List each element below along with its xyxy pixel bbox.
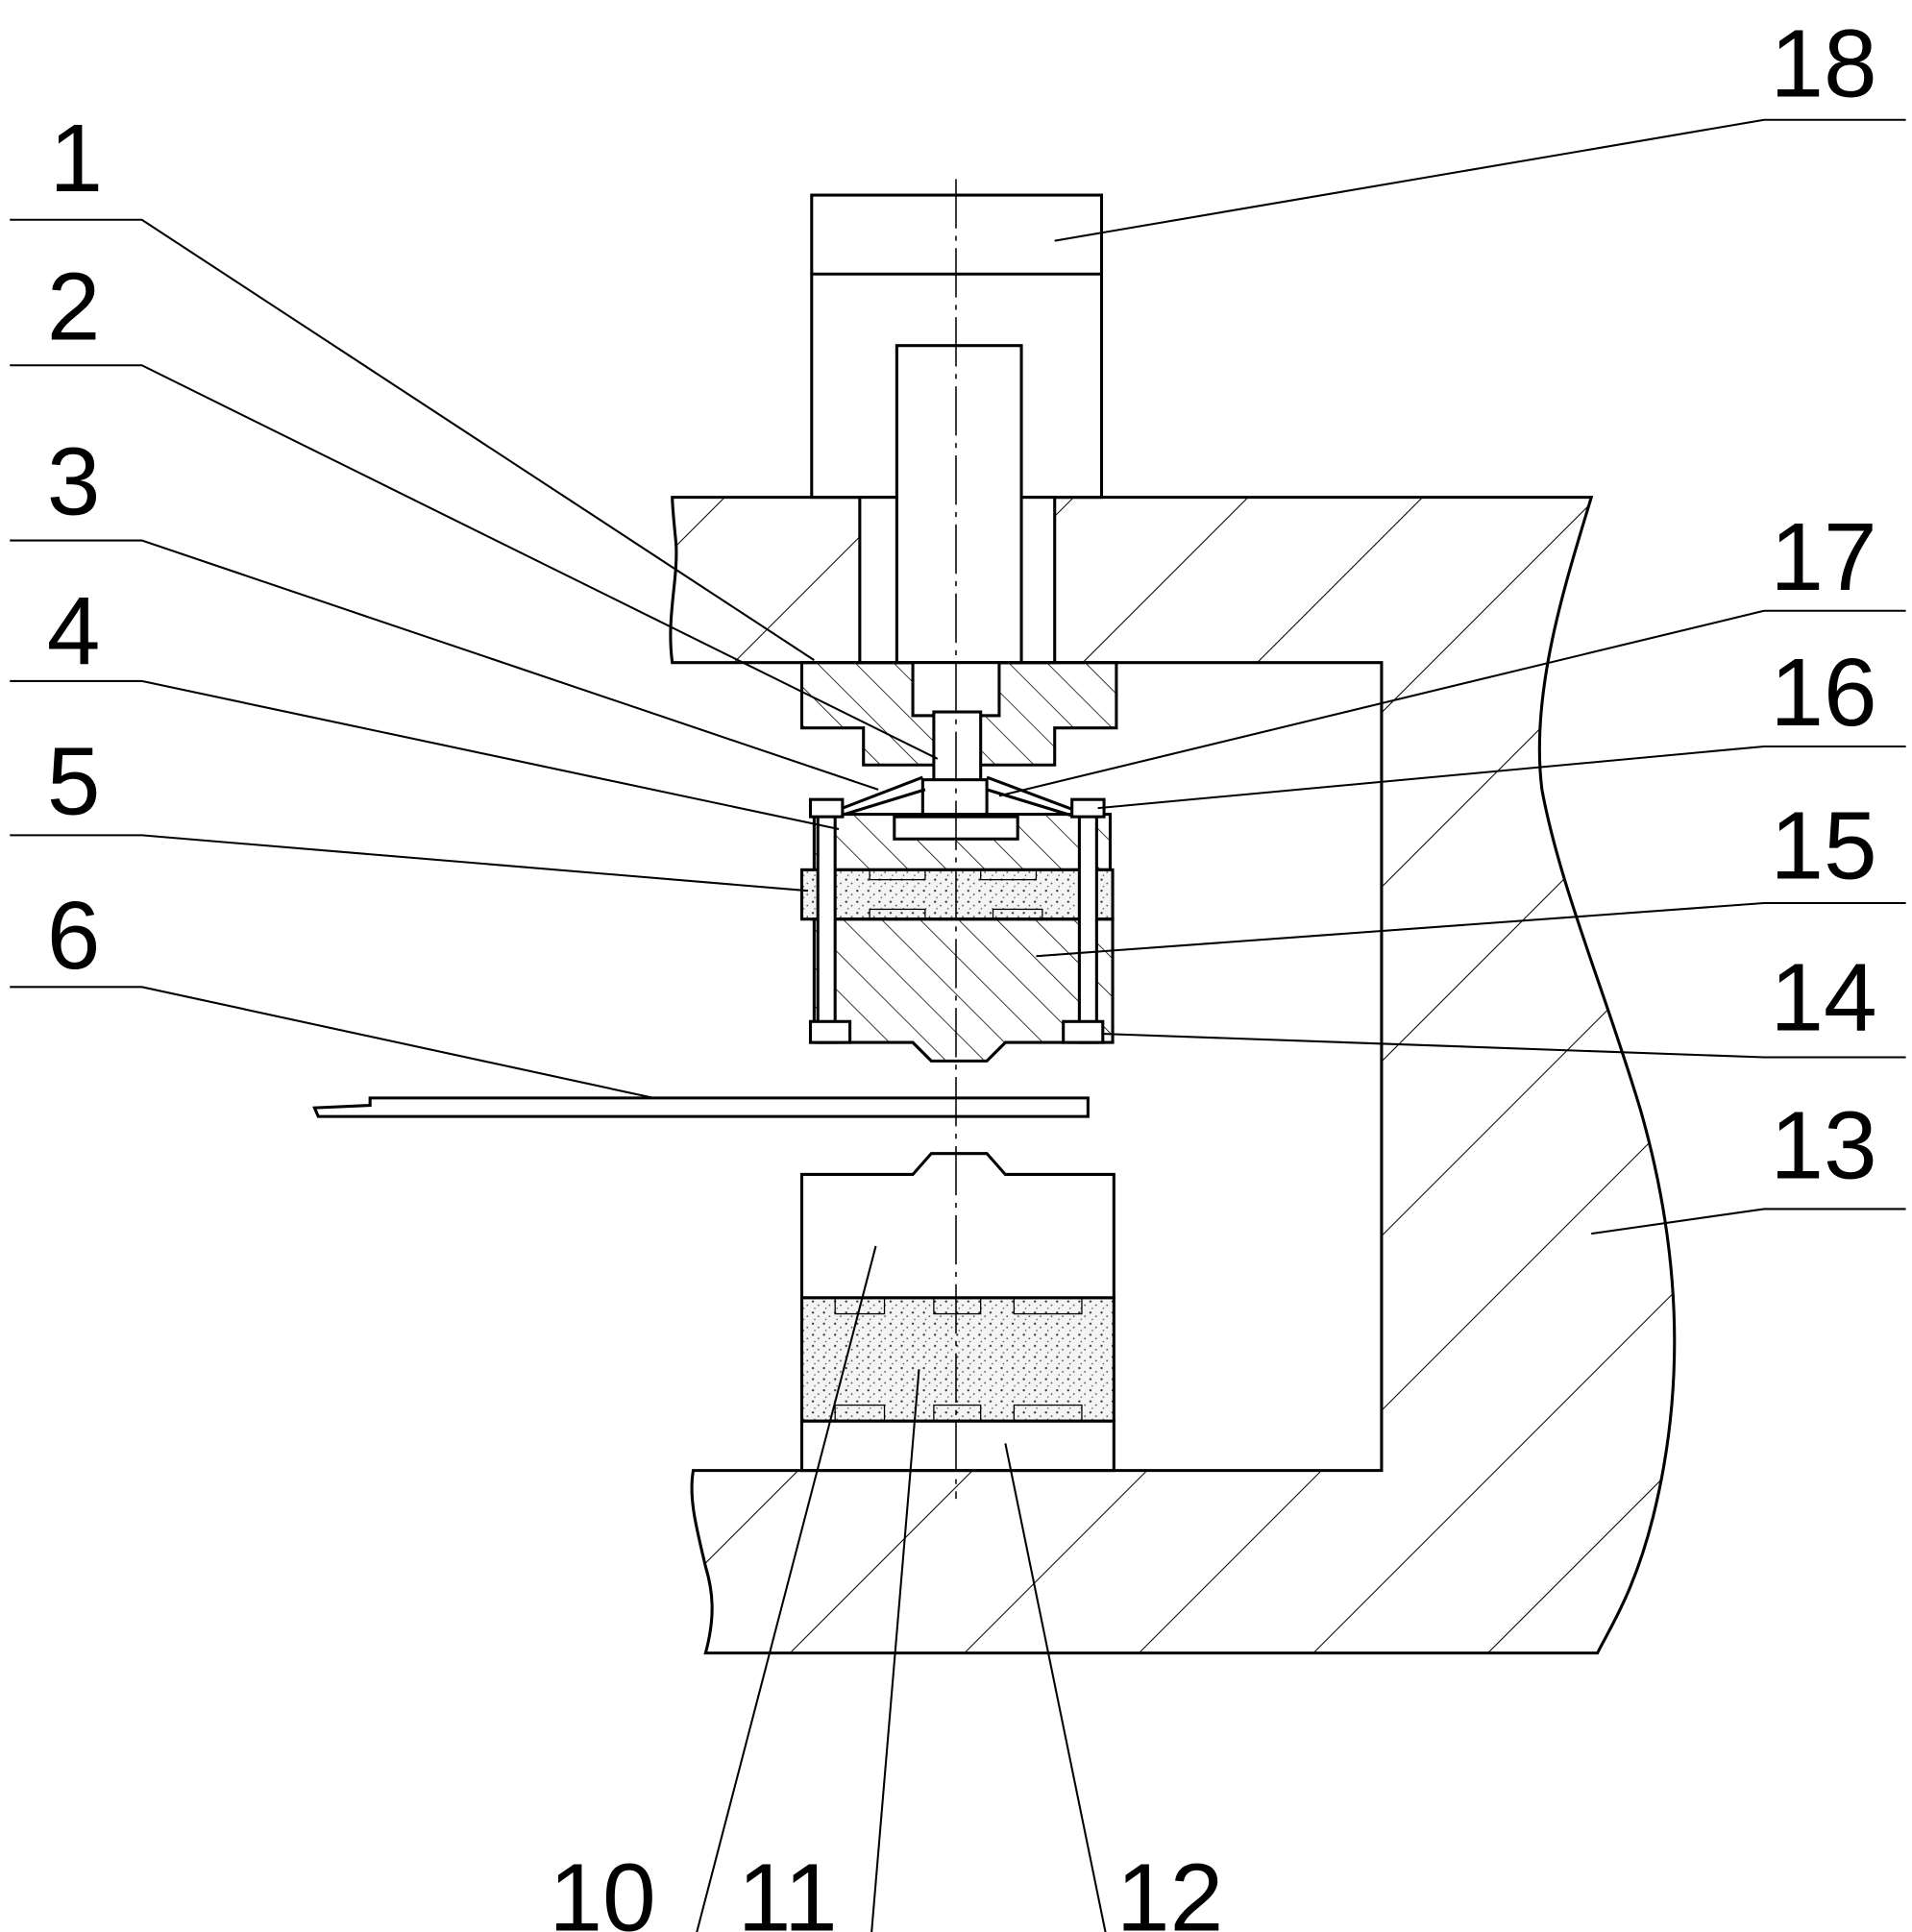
label-1: 1 (49, 105, 103, 212)
label-12: 12 (1116, 1844, 1223, 1932)
label-14: 14 (1770, 943, 1876, 1051)
rubber-pad-5 (802, 869, 1114, 918)
label-16: 16 (1770, 639, 1876, 746)
label-11: 11 (738, 1844, 838, 1932)
label-5: 5 (47, 728, 101, 836)
nut (922, 780, 987, 818)
base-12 (802, 1421, 1115, 1470)
nut-14-left (811, 1021, 850, 1042)
label-4: 4 (47, 577, 101, 685)
bolt-2 (934, 712, 981, 781)
die-10 (802, 1154, 1115, 1298)
piston-rod (896, 346, 1021, 663)
label-18: 18 (1770, 10, 1876, 117)
guide-bolt-right (1079, 808, 1096, 1042)
label-15: 15 (1770, 792, 1876, 899)
label-10: 10 (549, 1844, 655, 1932)
label-13: 13 (1770, 1091, 1876, 1199)
nut-14-right (1064, 1021, 1103, 1042)
label-3: 3 (47, 428, 101, 536)
sheet-6 (314, 1098, 1088, 1116)
label-6: 6 (47, 882, 101, 990)
rubber-pad-11 (802, 1298, 1115, 1421)
guide-bolt-left (818, 808, 835, 1042)
label-2: 2 (47, 253, 101, 360)
label-17: 17 (1770, 503, 1876, 611)
